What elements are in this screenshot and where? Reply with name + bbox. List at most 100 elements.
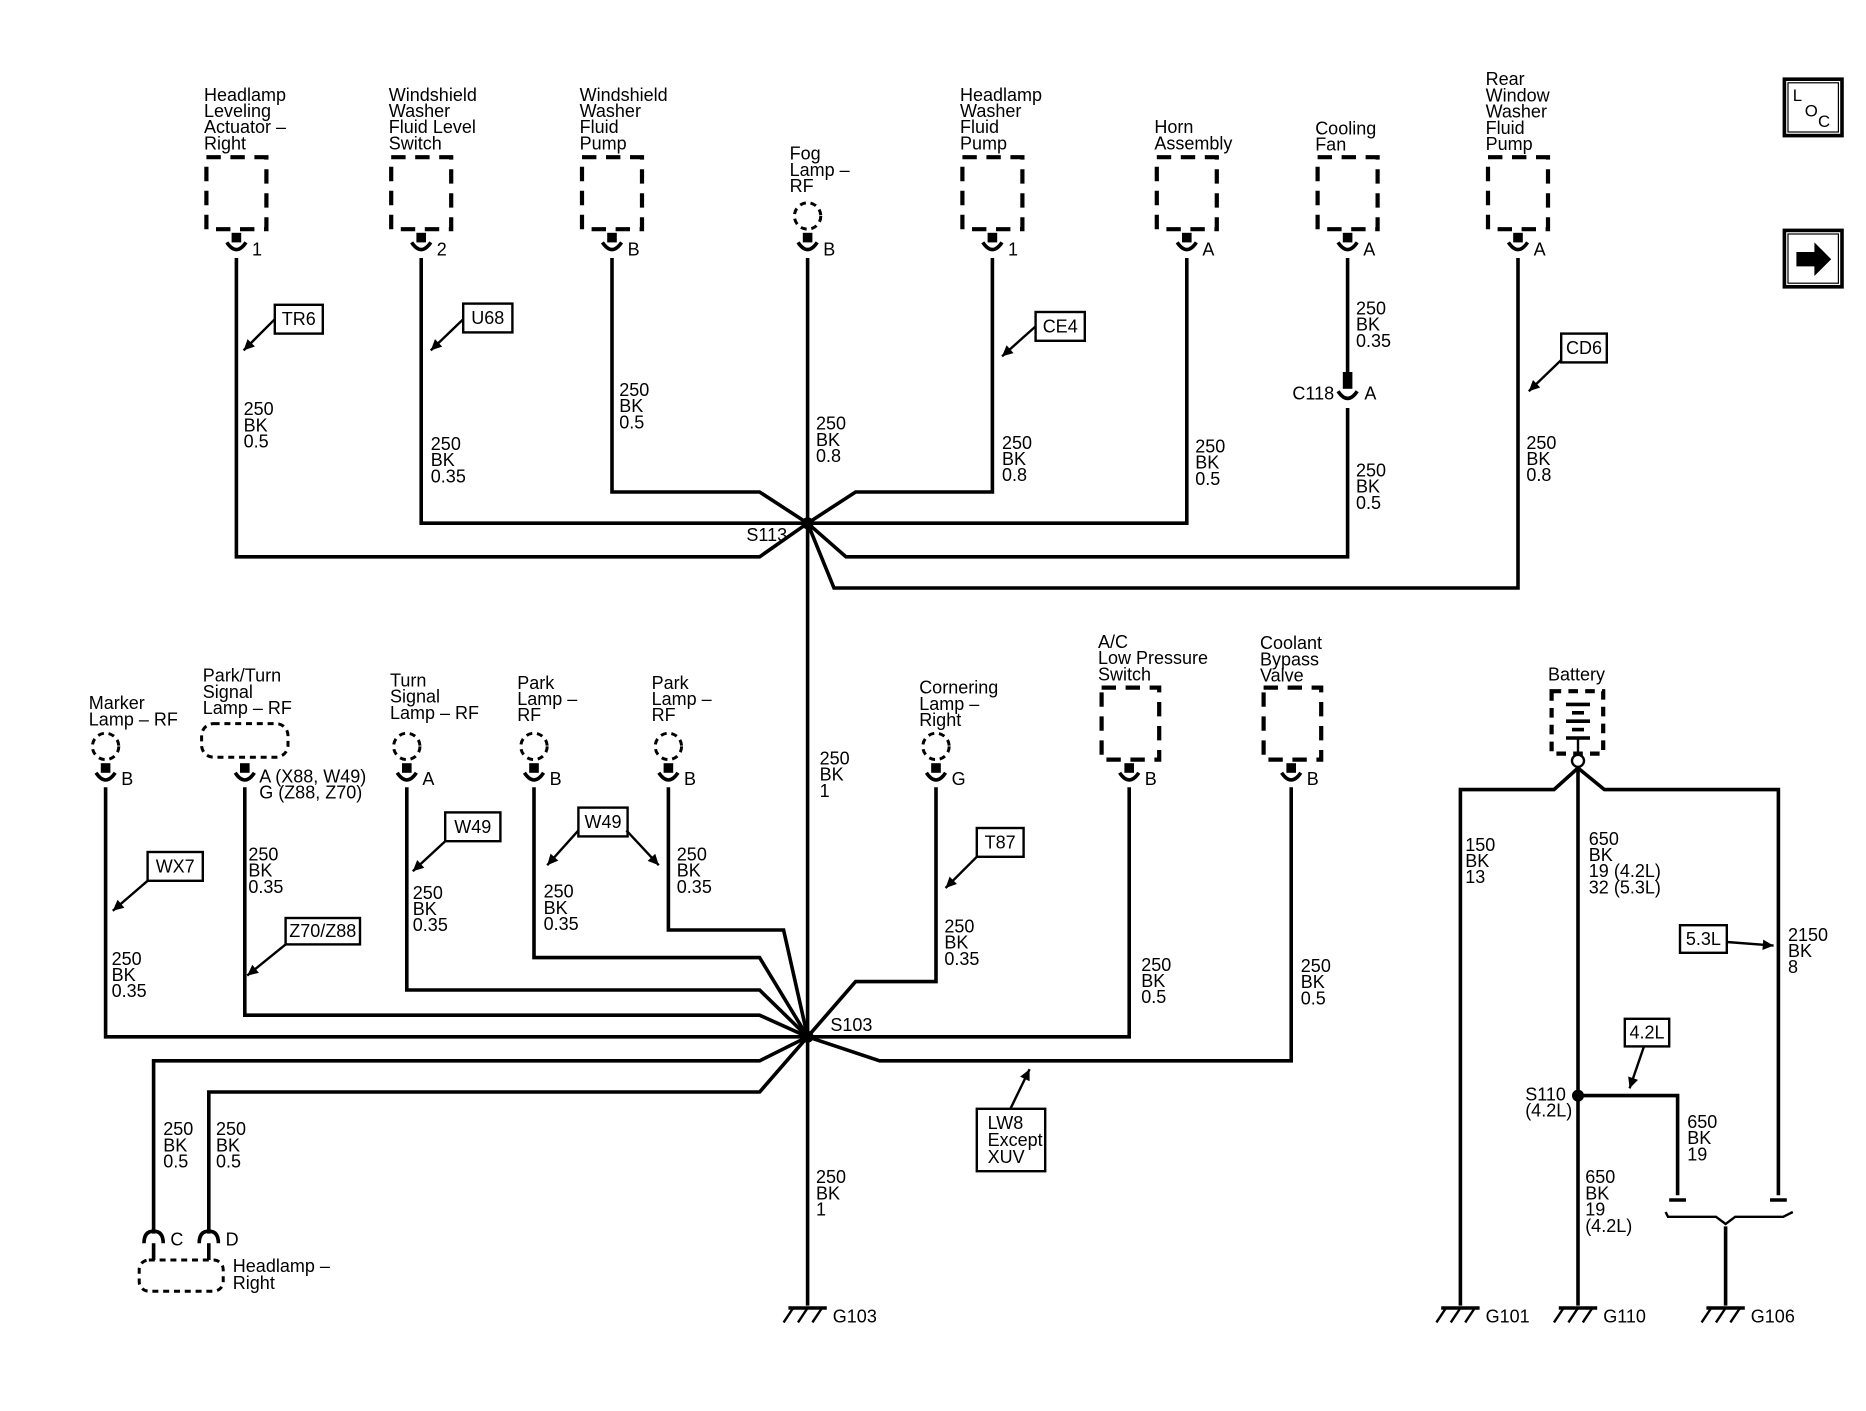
wire-w49-3: 0.35	[413, 915, 448, 935]
ground-g101[interactable]: G101	[1435, 1306, 1530, 1326]
wire-trunk-1: 250	[820, 748, 850, 768]
wire-t87-1: 250	[944, 916, 974, 936]
wire-battery-left-3: 13	[1465, 867, 1485, 887]
headlamp-right-pin-c: C	[170, 1230, 183, 1250]
option-lw8-except-xuv-text-3: XUV	[988, 1147, 1025, 1167]
option-4-2l[interactable]: 4.2L	[1623, 1017, 1671, 1089]
park-lamp-rf-1-label-3: RF	[517, 705, 541, 725]
cornering-lamp-right-label-3: Right	[919, 710, 961, 730]
wire-fog-3: 0.8	[816, 446, 841, 466]
headlamp-right-label-1: Headlamp –	[233, 1256, 330, 1276]
loc-letter-l: L	[1793, 86, 1802, 105]
headlamp-washer-fluid-pump-label-4: Pump	[960, 133, 1007, 153]
headlamp-leveling-actuator-right-label-1: Headlamp	[204, 85, 286, 105]
option-u68-text: U68	[471, 308, 504, 328]
cornering-lamp-right-pin: G	[952, 769, 966, 789]
rear-window-washer-fluid-pump-label-1: Rear	[1486, 69, 1525, 89]
option-u68[interactable]: U68	[429, 302, 514, 352]
top-wiring	[234, 258, 1520, 1306]
wire-s110-branch-3: 19	[1687, 1144, 1707, 1164]
option-tr6[interactable]: TR6	[242, 303, 325, 352]
wire-tr6-1: 250	[244, 399, 274, 419]
option-u68-arrowhead-1	[430, 339, 443, 351]
turn-signal-lamp-rf-label-3: Lamp – RF	[390, 703, 479, 723]
windshield-washer-fluid-level-switch-label-2: Washer	[389, 101, 450, 121]
option-z70-z88-arrowhead-1	[247, 964, 259, 976]
wire-park-2-1: 250	[677, 844, 707, 864]
wire-coolant-2: BK	[1301, 972, 1325, 992]
ac-low-pressure-switch-pin-icon-stub	[1124, 763, 1134, 773]
cooling-fan-label-2: Fan	[1315, 135, 1346, 155]
ground-g110[interactable]: G110	[1553, 1306, 1646, 1326]
option-w49-park[interactable]: W49	[546, 806, 660, 867]
wire-w49-1: 250	[413, 883, 443, 903]
option-wx7-arrowhead-1	[112, 899, 125, 911]
headlamp-leveling-actuator-right-label-3: Actuator –	[204, 117, 286, 137]
park-lamp-rf-1-pin: B	[550, 769, 562, 789]
option-ce4[interactable]: CE4	[1001, 310, 1087, 358]
park-lamp-rf-2-pin: B	[684, 769, 696, 789]
wire-s110-lower-2: BK	[1585, 1183, 1609, 1203]
marker-lamp-rf-housing	[90, 731, 121, 762]
wire-g103-2: BK	[816, 1183, 840, 1203]
turn-signal-lamp-rf-pin-icon-stub	[402, 763, 412, 773]
wire-battery-left-1: 150	[1465, 835, 1495, 855]
loc-button[interactable]: L O C	[1782, 77, 1844, 138]
battery[interactable]: Battery	[1548, 664, 1606, 769]
battery-wiring	[1458, 766, 1794, 1306]
ground-g101-label: G101	[1486, 1306, 1530, 1326]
park-lamp-rf-2-label-1: Park	[652, 673, 690, 693]
marker-lamp-rf-pin-icon-stub	[100, 763, 111, 773]
option-cd6[interactable]: CD6	[1527, 332, 1609, 393]
option-wx7[interactable]: WX7	[112, 850, 205, 912]
windshield-washer-fluid-level-switch-label-4: Switch	[389, 133, 442, 153]
option-z70-z88-text: Z70/Z88	[289, 921, 356, 941]
windshield-washer-fluid-level-switch-label-3: Fluid Level	[389, 117, 476, 137]
wire-washer-pump-2: BK	[619, 396, 643, 416]
horn-assembly-pin: A	[1202, 240, 1214, 260]
option-w49[interactable]: W49	[411, 811, 502, 873]
wire-horn-3: 0.5	[1195, 469, 1220, 489]
rear-window-washer-fluid-pump-label-2: Window	[1486, 85, 1551, 105]
headlamp-right[interactable]: C D Headlamp – Right	[137, 1229, 330, 1293]
park-lamp-rf-2-pin-icon	[657, 771, 680, 782]
ground-g106[interactable]: G106	[1700, 1306, 1795, 1326]
wire-trunk-3: 1	[820, 781, 830, 801]
rear-window-washer-fluid-pump-label-5: Pump	[1486, 134, 1533, 154]
right-arrow-icon	[1796, 242, 1832, 276]
headlamp-washer-fluid-pump-pin: 1	[1008, 240, 1018, 260]
ground-g103[interactable]: G103	[782, 1306, 877, 1326]
wire-u68-2: BK	[431, 450, 455, 470]
next-page-button[interactable]	[1782, 228, 1844, 289]
ac-low-pressure-switch-label-1: A/C	[1098, 632, 1128, 652]
option-t87[interactable]: T87	[944, 826, 1025, 889]
rear-window-washer-fluid-pump-pin-icon	[1506, 241, 1530, 252]
ground-g110-label: G110	[1603, 1306, 1646, 1326]
option-w49-text: W49	[454, 817, 491, 837]
windshield-washer-fluid-pump-label-3: Fluid	[580, 117, 619, 137]
wire-g103-3: 1	[816, 1200, 826, 1220]
fog-lamp-rf-pin-icon-stub	[802, 232, 813, 243]
windshield-washer-fluid-pump-pin-icon	[600, 241, 624, 252]
cornering-lamp-right-pin-icon	[924, 771, 948, 782]
park-turn-signal-lamp-rf-pin-icon-stub	[240, 763, 250, 773]
option-5-3l[interactable]: 5.3L	[1678, 924, 1774, 955]
option-z70-z88[interactable]: Z70/Z88	[246, 916, 362, 977]
